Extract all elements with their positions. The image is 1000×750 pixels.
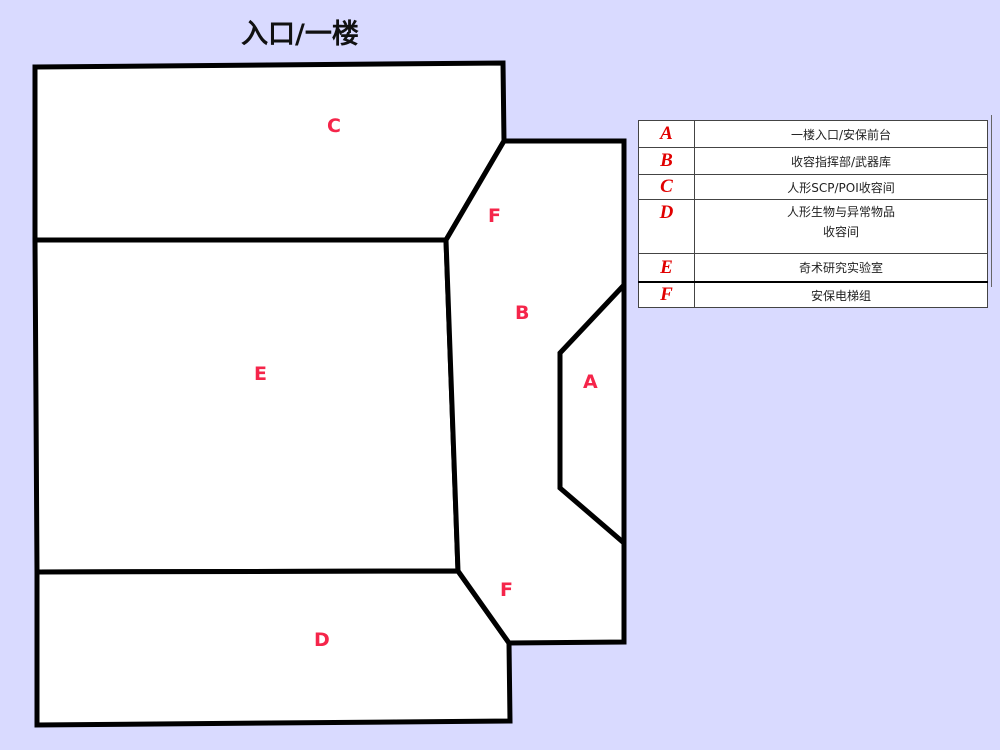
- room-label-a: A: [583, 371, 598, 393]
- room-label-b: B: [515, 302, 529, 324]
- legend-desc: 一楼入口/安保前台: [694, 120, 988, 148]
- legend-row: F 安保电梯组: [638, 281, 988, 308]
- room-e[interactable]: [32, 237, 461, 575]
- divider-line: [991, 115, 992, 287]
- room-label-d: D: [314, 629, 330, 651]
- legend-desc: 人形生物与异常物品 收容间: [694, 199, 988, 254]
- legend-key: C: [638, 174, 695, 200]
- legend-desc-line1: 人形生物与异常物品: [786, 205, 895, 219]
- room-label-c: C: [327, 115, 341, 137]
- room-d[interactable]: [34, 568, 513, 728]
- legend-desc: 收容指挥部/武器库: [694, 147, 988, 175]
- legend-row: C 人形SCP/POI收容间: [638, 174, 988, 200]
- floor-title: 入口/一楼: [241, 19, 359, 50]
- legend-key: F: [638, 281, 695, 308]
- room-b-wing[interactable]: [443, 138, 627, 646]
- room-label-f-top: F: [488, 205, 501, 227]
- legend-row: E 奇术研究实验室: [638, 253, 988, 283]
- legend-desc: 安保电梯组: [694, 281, 988, 308]
- legend-key: E: [638, 253, 695, 283]
- legend-key: D: [638, 199, 695, 254]
- room-c[interactable]: [32, 60, 507, 243]
- legend-key: B: [638, 147, 695, 175]
- legend-row: B 收容指挥部/武器库: [638, 147, 988, 175]
- legend-desc: 奇术研究实验室: [694, 253, 988, 283]
- legend-key: A: [638, 120, 695, 148]
- legend-row: D 人形生物与异常物品 收容间: [638, 199, 988, 254]
- legend-desc-line2: 收容间: [822, 225, 859, 239]
- room-label-f-bottom: F: [500, 579, 513, 601]
- legend-desc: 人形SCP/POI收容间: [694, 174, 988, 200]
- room-label-e: E: [254, 363, 267, 385]
- room-a[interactable]: [557, 278, 627, 549]
- legend-table: A 一楼入口/安保前台 B 收容指挥部/武器库 C 人形SCP/POI收容间 D…: [638, 120, 988, 308]
- legend-row: A 一楼入口/安保前台: [638, 120, 988, 148]
